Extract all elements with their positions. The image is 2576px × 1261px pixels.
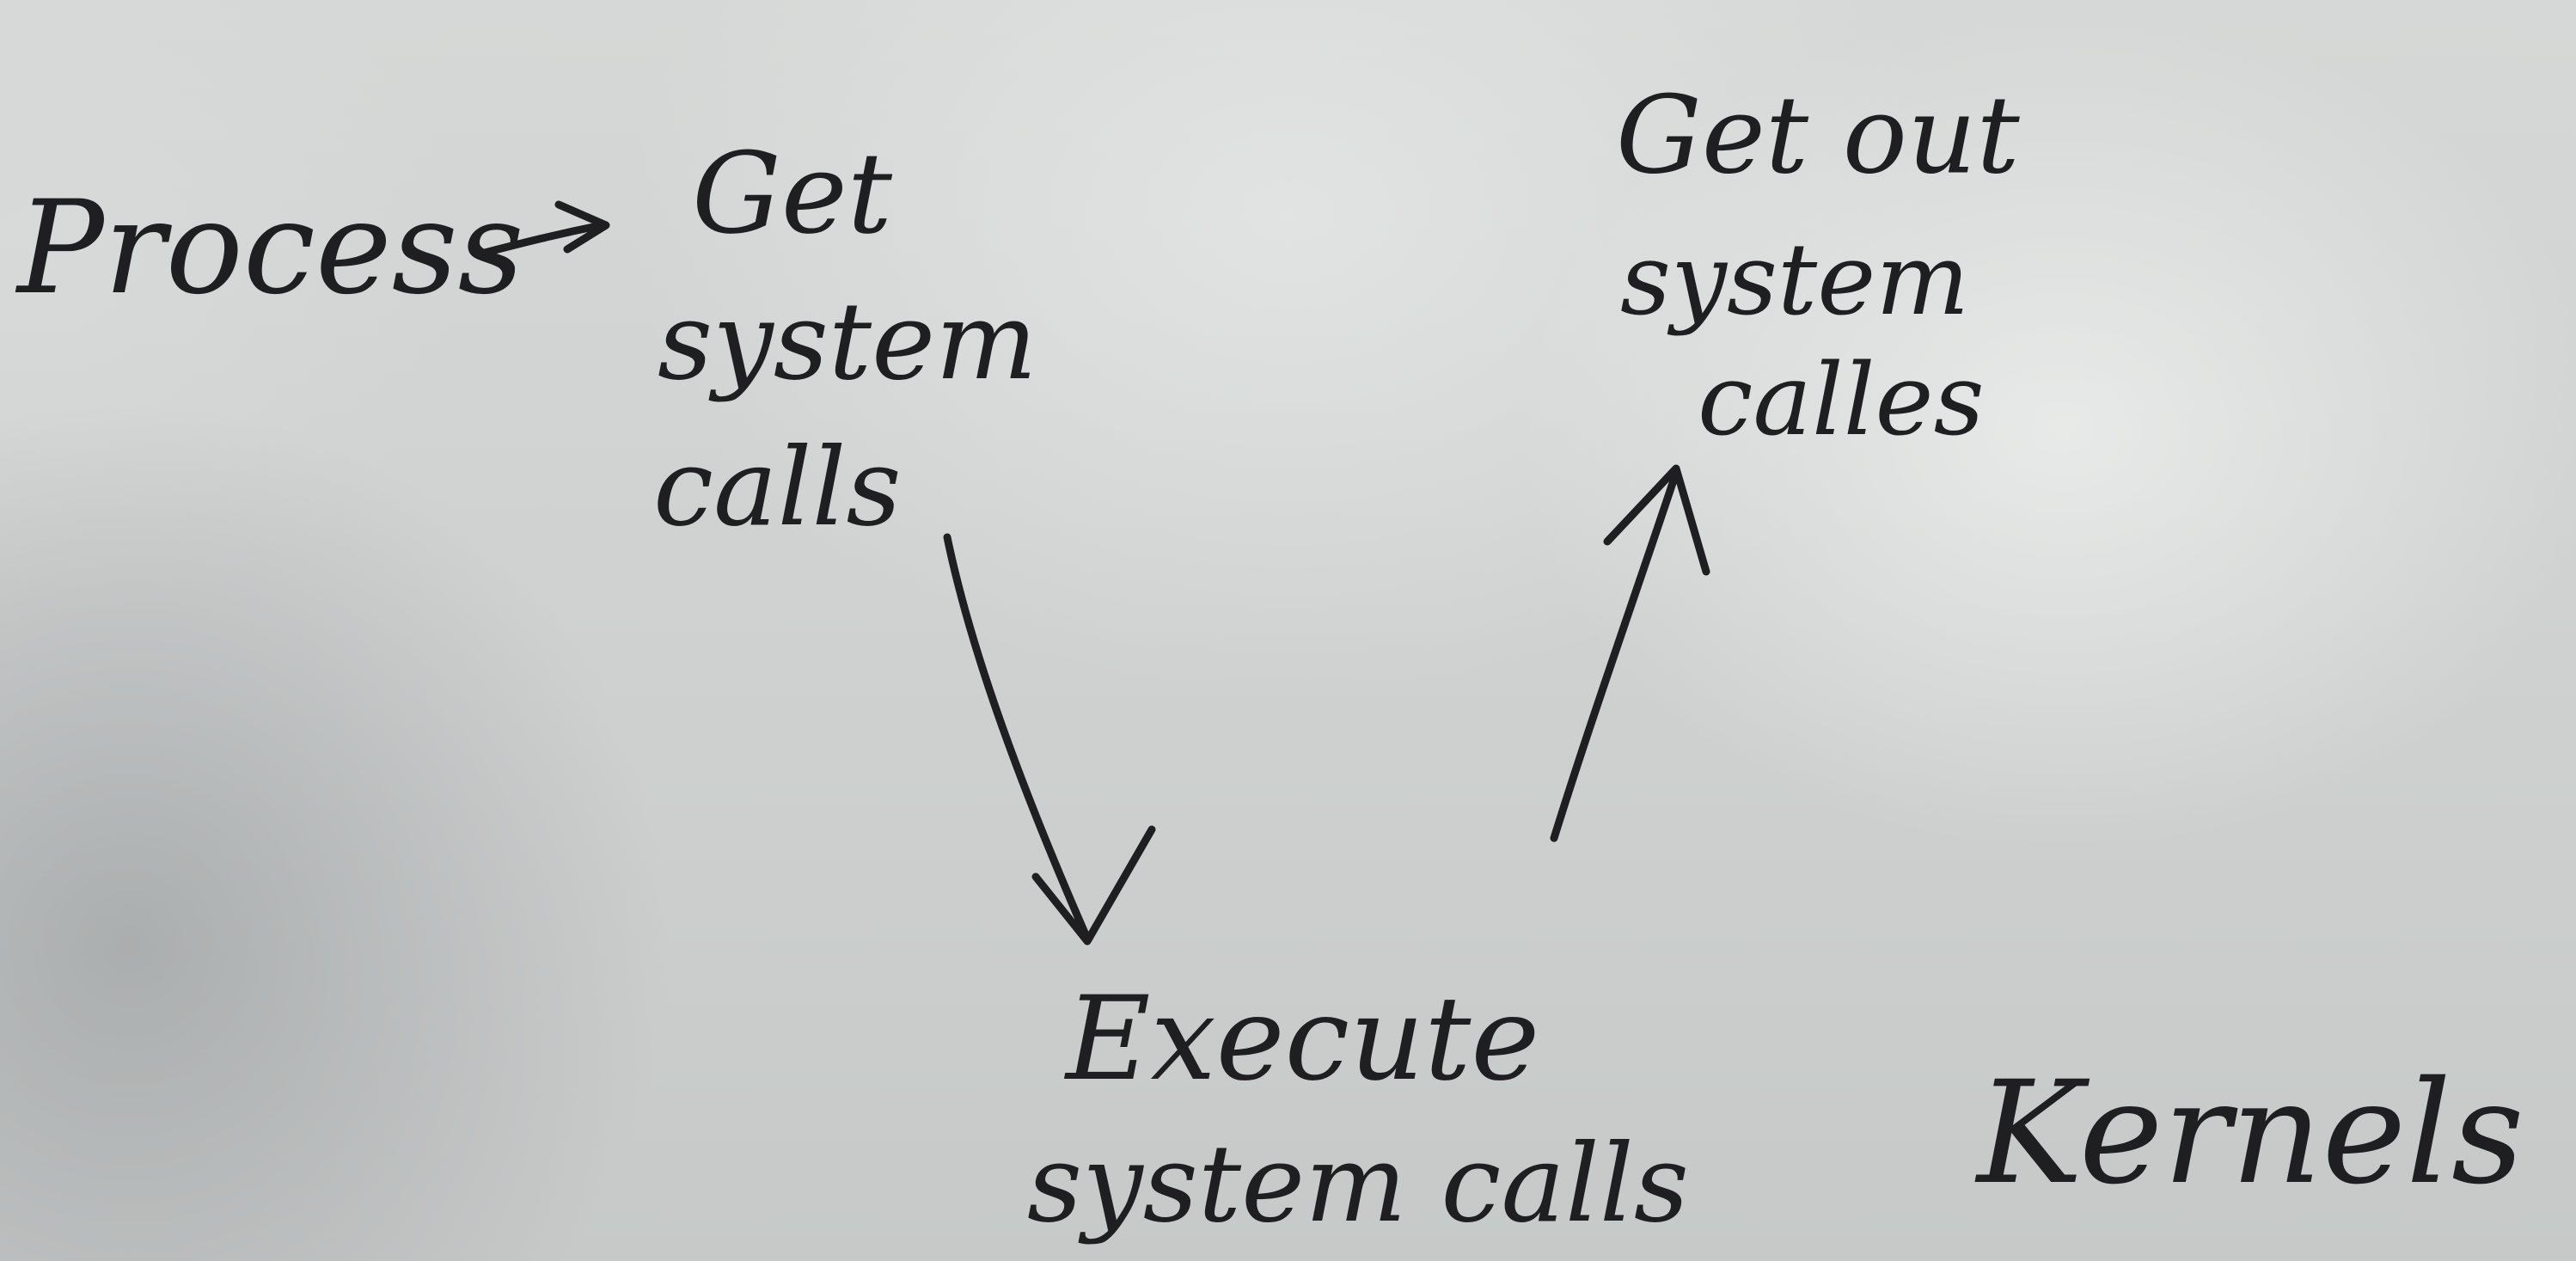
get-system-calls-node: Get system calls (653, 128, 1037, 550)
kernels-label: Kernels (1974, 1050, 2524, 1215)
getout-system-calls-line-3: calles (1698, 343, 1985, 458)
getout-system-calls-node: Get out system calles (1616, 73, 2021, 458)
get-system-calls-line-2: system (658, 279, 1037, 404)
get-system-calls-line-1: Get (692, 128, 893, 259)
arrow-execute-to-getout (1550, 464, 1710, 842)
getout-system-calls-line-1: Get out (1616, 73, 2021, 198)
getout-system-calls-line-2: system (1620, 223, 1969, 338)
execute-system-calls-node: Execute system calls (1027, 971, 1689, 1246)
arrow-process-to-get (477, 200, 610, 258)
get-system-calls-line-3: calls (653, 425, 902, 550)
arrow-get-to-execute (943, 533, 1156, 946)
process-label: Process (15, 174, 524, 323)
execute-system-calls-line-1: Execute (1063, 971, 1539, 1106)
execute-system-calls-line-2: system calls (1027, 1122, 1689, 1246)
